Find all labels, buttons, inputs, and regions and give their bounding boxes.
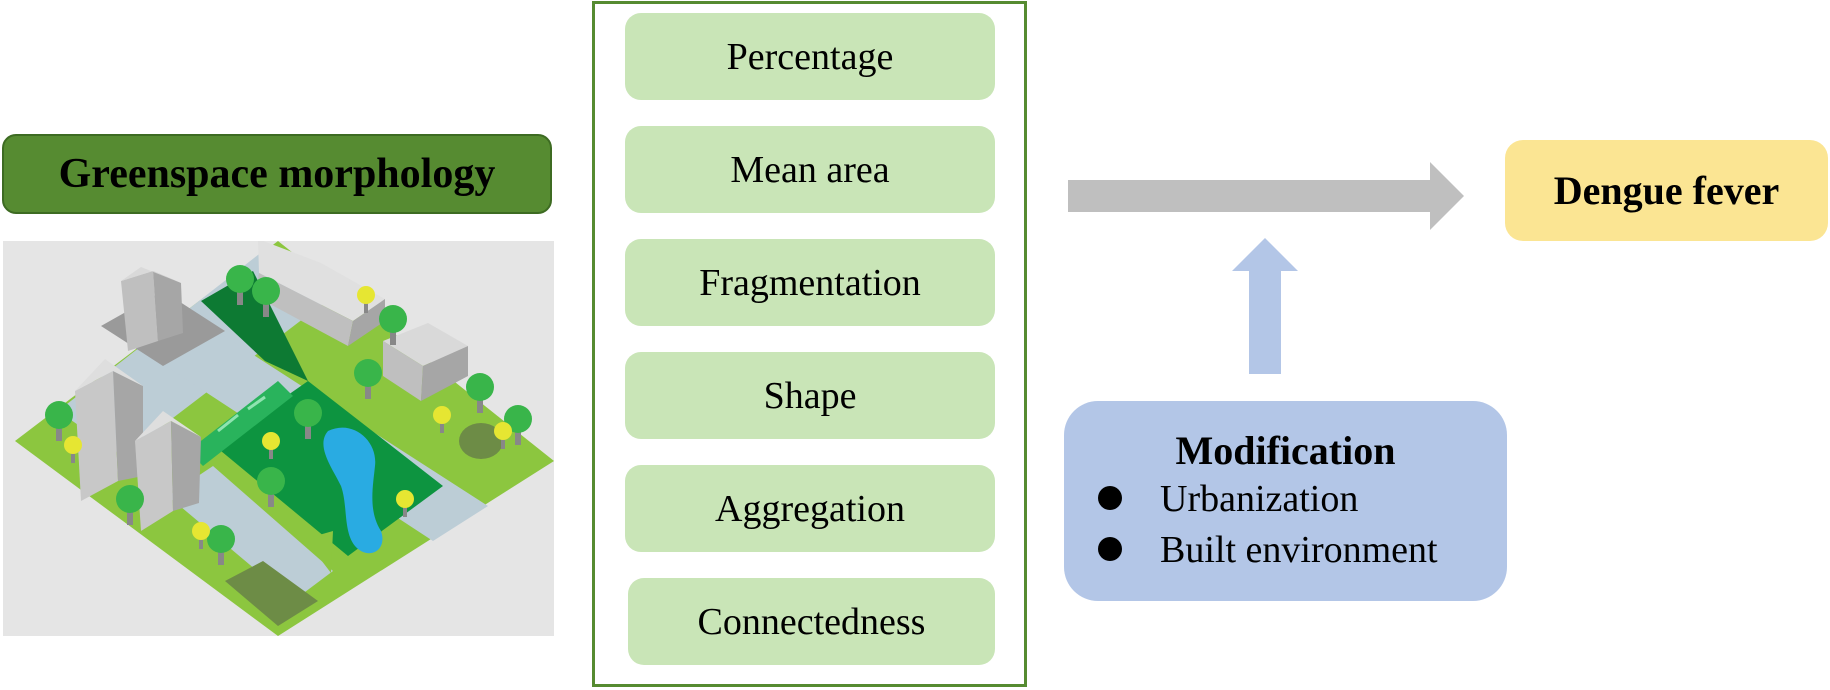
green-strip xyxy=(188,381,293,466)
greenspace-morphology-box: Greenspace morphology xyxy=(2,134,552,214)
metric-label: Percentage xyxy=(726,35,894,78)
city-illustration xyxy=(3,241,554,636)
metric-label: Fragmentation xyxy=(699,261,921,304)
shrub xyxy=(459,423,503,459)
dengue-fever-box: Dengue fever xyxy=(1505,140,1828,241)
building-right xyxy=(383,323,468,366)
building-low-front xyxy=(135,421,173,531)
modification-title: Modification xyxy=(1175,428,1396,473)
trees xyxy=(45,265,532,565)
metrics-frame xyxy=(592,1,1027,687)
building-left-front xyxy=(75,371,118,501)
plaza-bottom xyxy=(225,561,318,626)
metric-label: Mean area xyxy=(730,148,890,191)
metric-box: Fragmentation xyxy=(625,239,995,326)
yellow-trees xyxy=(64,286,512,549)
metric-box: Shape xyxy=(625,352,995,439)
bullet-icon xyxy=(1098,537,1122,562)
building-long-top xyxy=(258,241,385,321)
modification-item-label: Urbanization xyxy=(1160,478,1359,520)
main-effect-arrow xyxy=(1068,162,1464,230)
modification-item: Built environment xyxy=(1098,528,1438,572)
metric-box: Percentage xyxy=(625,13,995,100)
modification-item-label: Built environment xyxy=(1160,529,1438,571)
building-tall-side xyxy=(153,271,183,341)
metric-label: Shape xyxy=(763,374,857,417)
bullet-icon xyxy=(1098,486,1122,511)
metric-box: Mean area xyxy=(625,126,995,213)
dark-lawn xyxy=(201,271,308,381)
park-area xyxy=(215,381,443,556)
road-lower xyxy=(168,466,333,601)
modification-box: Modification Urbanization Built environm… xyxy=(1064,401,1507,601)
metric-label: Aggregation xyxy=(715,487,905,530)
greenspace-morphology-title: Greenspace morphology xyxy=(58,151,496,197)
dengue-fever-label: Dengue fever xyxy=(1553,168,1780,213)
lawn-triangle xyxy=(305,531,333,573)
metric-box: Connectedness xyxy=(628,578,995,665)
metric-box: Aggregation xyxy=(625,465,995,552)
pond xyxy=(323,427,383,554)
modification-arrow xyxy=(1232,238,1298,374)
building-tall-front xyxy=(121,271,158,351)
modification-item: Urbanization xyxy=(1098,477,1358,521)
metric-label: Connectedness xyxy=(697,600,926,643)
